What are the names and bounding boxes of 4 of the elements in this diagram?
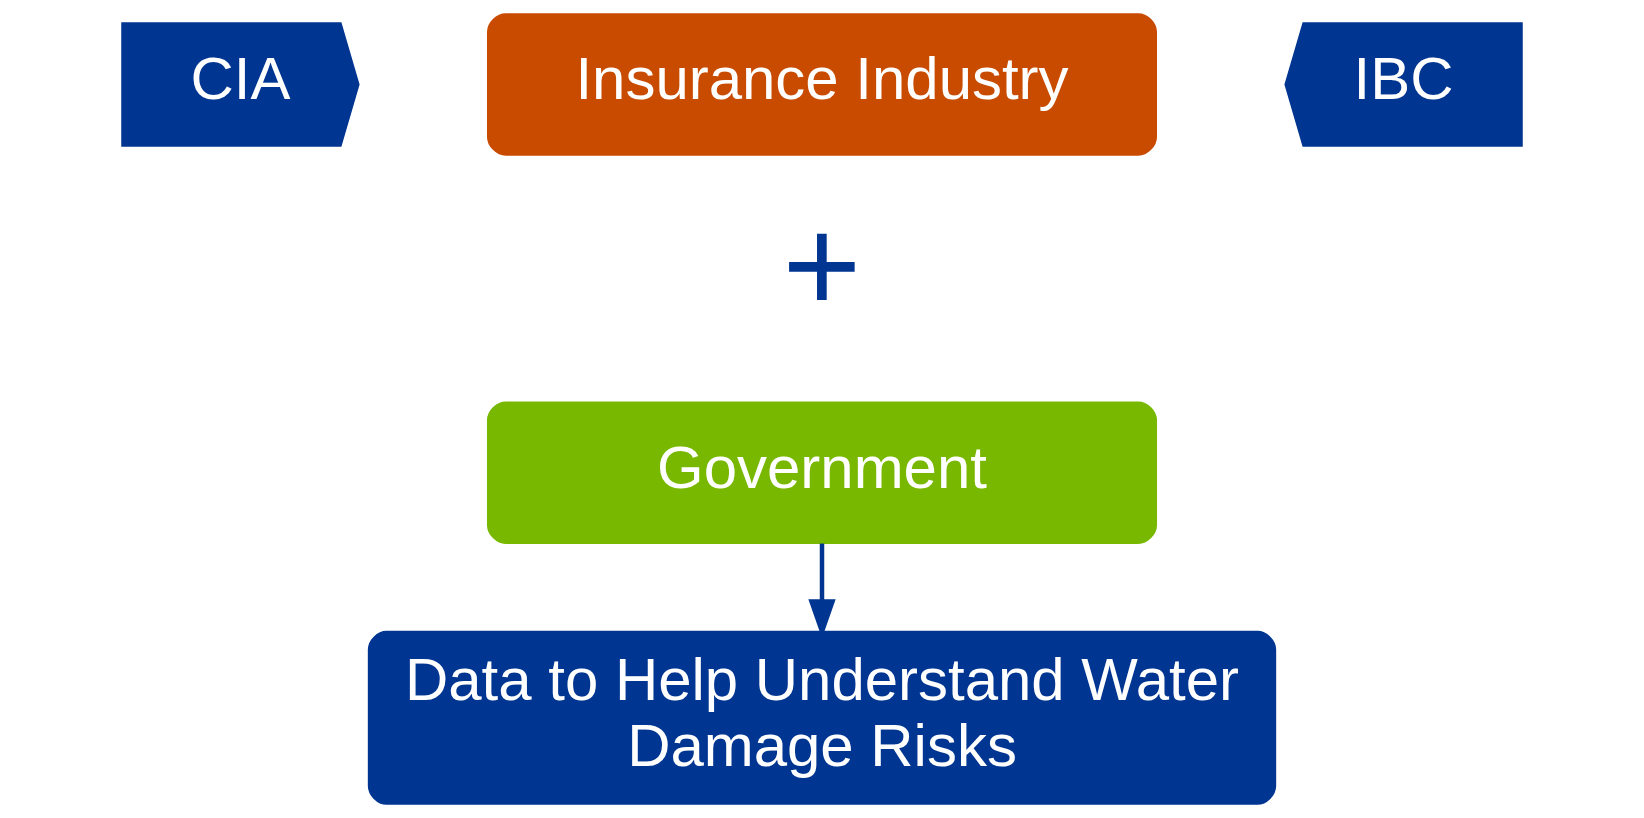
node-box: Government bbox=[487, 401, 1157, 544]
label: + bbox=[782, 190, 862, 342]
node-box: Insurance Industry bbox=[487, 13, 1157, 156]
node-box: Data to Help Understand Water Damage Risks bbox=[367, 630, 1277, 805]
